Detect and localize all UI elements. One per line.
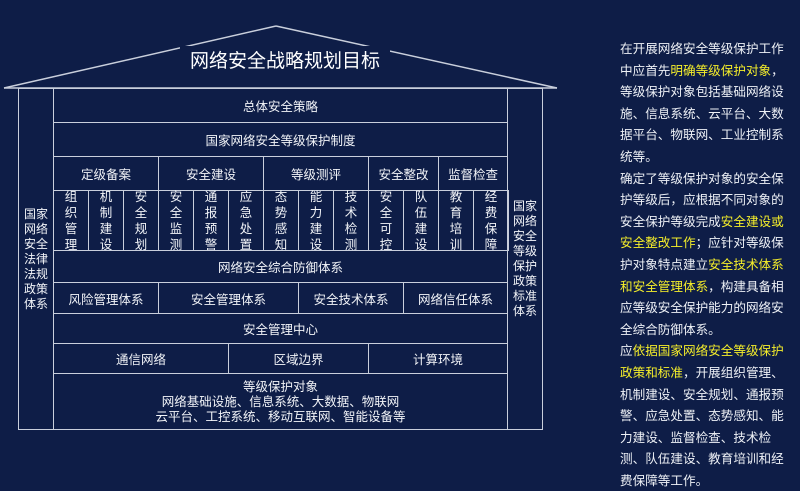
item-label: 机制建设 bbox=[99, 188, 113, 252]
item-box: 态势感知 bbox=[263, 188, 299, 252]
item-box: 安全监测 bbox=[158, 188, 194, 252]
item-label: 技术检测 bbox=[344, 188, 358, 252]
explanation-text: 在开展网络安全等级保护工作中应首先明确等级保护对象，等级保护对象包括基础网络设施… bbox=[589, 38, 794, 491]
category: 监督检查 bbox=[438, 156, 508, 191]
system-box: 网络信任体系 bbox=[403, 282, 508, 314]
objects-title: 等级保护对象 bbox=[242, 379, 318, 394]
item-label: 态势感知 bbox=[274, 188, 288, 252]
network-box: 通信网络 bbox=[53, 343, 229, 374]
item-label: 队伍建设 bbox=[414, 188, 428, 252]
system-box: 安全技术体系 bbox=[298, 282, 404, 314]
item-label: 教育培训 bbox=[449, 188, 463, 252]
item-box: 安全规划 bbox=[123, 188, 159, 252]
item-box: 教育培训 bbox=[438, 188, 474, 252]
system-box: 安全管理体系 bbox=[158, 282, 299, 314]
system-box: 风险管理体系 bbox=[53, 282, 159, 314]
left-pillar: 国家网络安全法律法规政策体系 bbox=[18, 88, 54, 430]
item-label: 组织管理 bbox=[64, 188, 78, 252]
paragraph: 在开展网络安全等级保护工作中应首先明确等级保护对象，等级保护对象包括基础网络设施… bbox=[620, 41, 784, 164]
objects-line: 云平台、工控系统、移动互联网、智能设备等 bbox=[155, 409, 406, 424]
category: 定级备案 bbox=[53, 156, 159, 191]
category: 安全整改 bbox=[368, 156, 439, 191]
right-pillar: 国家网络安全等级保护政策标准体系 bbox=[507, 88, 543, 430]
network-box: 区域边界 bbox=[228, 343, 369, 374]
item-box: 通报预警 bbox=[193, 188, 229, 252]
category: 等级测评 bbox=[263, 156, 369, 191]
item-label: 能力建设 bbox=[309, 188, 323, 252]
left-pillar-label: 国家网络安全法律法规政策体系 bbox=[23, 206, 48, 311]
diagram-title: 网络安全战略规划目标 bbox=[180, 46, 390, 73]
management-center: 安全管理中心 bbox=[53, 313, 508, 344]
item-box: 组织管理 bbox=[53, 188, 89, 252]
item-label: 应急处置 bbox=[239, 188, 253, 252]
item-box: 能力建设 bbox=[298, 188, 334, 252]
item-label: 经费保障 bbox=[484, 188, 498, 252]
overall-strategy: 总体安全策略 bbox=[53, 88, 508, 123]
item-label: 通报预警 bbox=[204, 188, 218, 252]
paragraph: 确定了等级保护对象的安全保护等级后，应根据不同对象的安全保护等级完成安全建设或安… bbox=[620, 170, 784, 337]
item-label: 安全规划 bbox=[134, 188, 148, 252]
network-box: 计算环境 bbox=[368, 343, 508, 374]
right-pillar-label: 国家网络安全等级保护政策标准体系 bbox=[512, 199, 537, 318]
category: 安全建设 bbox=[158, 156, 264, 191]
item-box: 机制建设 bbox=[88, 188, 124, 252]
objects-line: 网络基础设施、信息系统、大数据、物联网 bbox=[161, 394, 400, 409]
item-box: 经费保障 bbox=[473, 188, 509, 252]
protection-system: 国家网络安全等级保护制度 bbox=[53, 122, 508, 157]
item-box: 队伍建设 bbox=[403, 188, 439, 252]
protected-objects: 等级保护对象 网络基础设施、信息系统、大数据、物联网 云平台、工控系统、移动互联… bbox=[53, 373, 508, 430]
item-box: 应急处置 bbox=[228, 188, 264, 252]
paragraph: 应依据国家网络安全等级保护政策和标准，开展组织管理、机制建设、安全规划、通报预警… bbox=[620, 343, 784, 488]
item-label: 安全监测 bbox=[169, 188, 183, 252]
item-box: 安全可控 bbox=[368, 188, 404, 252]
item-label: 安全可控 bbox=[379, 188, 393, 252]
defense-system: 网络安全综合防御体系 bbox=[53, 250, 508, 283]
item-box: 技术检测 bbox=[333, 188, 369, 252]
